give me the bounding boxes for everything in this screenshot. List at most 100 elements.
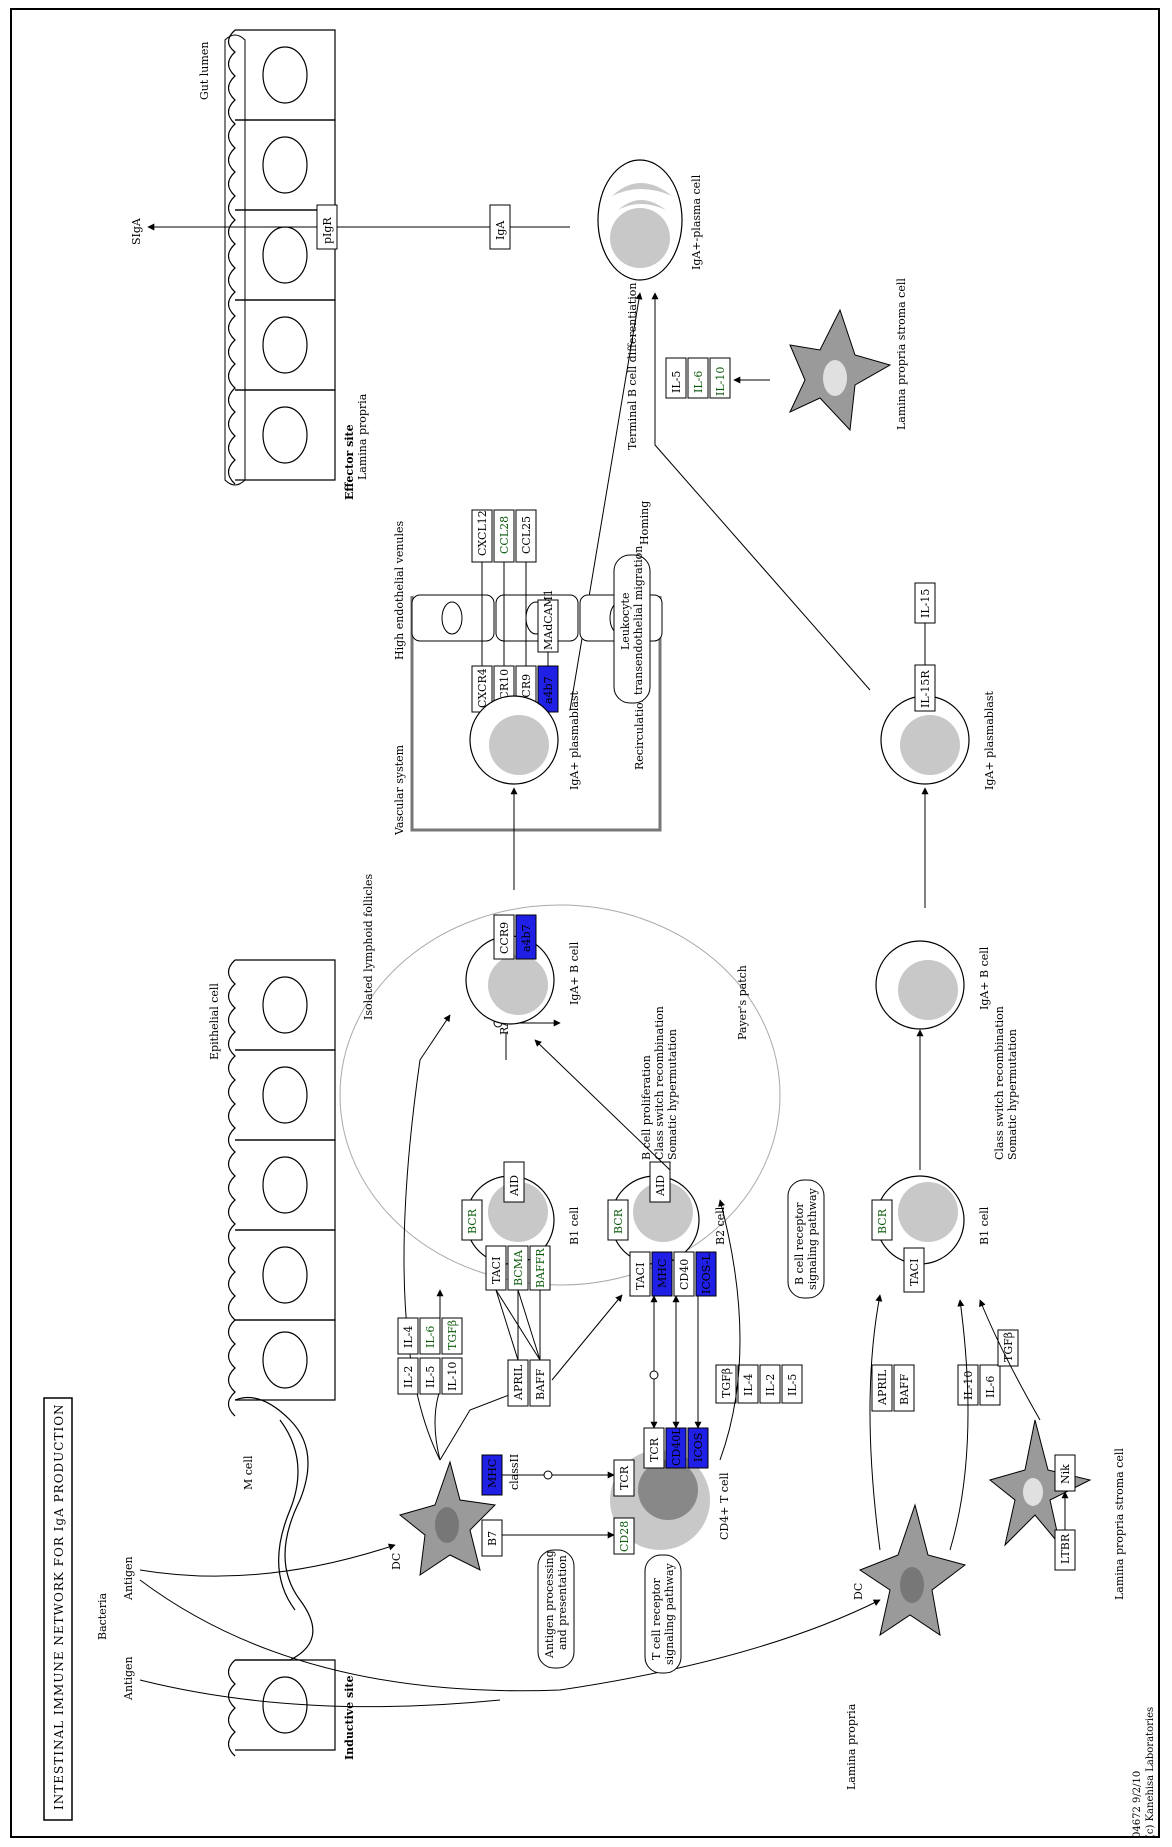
gene-il5-top[interactable]: IL-5 (666, 358, 686, 398)
bacteria-label: Bacteria (96, 1592, 109, 1640)
gene-aid2[interactable]: AID (650, 1162, 670, 1202)
gene-il15[interactable]: IL-15 (915, 583, 935, 623)
gene-il5b[interactable]: IL-5 (782, 1365, 802, 1403)
svg-text:TACI: TACI (634, 1263, 647, 1290)
gene-tgfb1[interactable]: TGFβ (442, 1318, 462, 1354)
svg-text:MHC: MHC (486, 1459, 499, 1488)
high-endothelial-label: High endothelial venules (393, 520, 406, 660)
gene-a4b7-b[interactable]: a4b7 (516, 915, 536, 959)
svg-text:Antigen processing: Antigen processing (543, 1550, 556, 1659)
svg-text:AID: AID (654, 1175, 667, 1197)
gene-baff1[interactable]: BAFF (530, 1360, 550, 1406)
gene-baff2[interactable]: BAFF (894, 1365, 914, 1411)
svg-text:IL-10: IL-10 (446, 1362, 459, 1391)
terminal-diff-label: Terminal B cell differentiation (626, 282, 639, 450)
iga-b-cell-label: IgA+ B cell (568, 941, 581, 1005)
svg-text:CXCR4: CXCR4 (476, 668, 489, 708)
svg-text:MHC: MHC (656, 1259, 669, 1288)
peyers-patch-label: Payer's patch (736, 965, 749, 1040)
svg-text:IL-5: IL-5 (424, 1366, 437, 1388)
gene-cd40[interactable]: CD40 (674, 1252, 694, 1296)
m-cell-label: M cell (242, 1455, 255, 1490)
iga-b-cell-bottom: IgA+ B cell (876, 941, 991, 1029)
gene-ccl28[interactable]: CCL28 (494, 510, 514, 562)
gene-cd40l[interactable]: CD40L (666, 1427, 686, 1468)
gene-tcr2[interactable]: TCR (644, 1428, 664, 1468)
pathway-bcr-signaling[interactable]: B cell receptor signaling pathway (788, 1180, 824, 1298)
svg-text:IL-2: IL-2 (764, 1374, 777, 1396)
gene-mhc-dc[interactable]: MHC (482, 1455, 502, 1495)
gene-bcr2[interactable]: BCR (608, 1200, 628, 1240)
stroma-cell-top: Lamina propria stroma cell (790, 278, 908, 430)
svg-text:transendothelial migration: transendothelial migration (632, 546, 645, 695)
gene-il6[interactable]: IL-6 (420, 1318, 440, 1354)
csr-label-2: Somatic hypermutation (1006, 1029, 1019, 1160)
iga-plasmablast-bottom: IgA+ plasmablast (881, 690, 996, 790)
gene-cxcl12[interactable]: CXCL12 (472, 510, 492, 562)
gene-baffr[interactable]: BAFFR (530, 1246, 550, 1290)
svg-text:signaling pathway: signaling pathway (663, 1562, 676, 1665)
iga-plasma-cell-label: IgA+-plasma cell (690, 174, 703, 270)
gene-cd28[interactable]: CD28 (614, 1518, 634, 1554)
gene-il10[interactable]: IL-10 (442, 1358, 462, 1394)
svg-text:TGFβ: TGFβ (1002, 1332, 1015, 1362)
svg-text:BCR: BCR (612, 1208, 625, 1234)
antigen-to-dc-arrow (140, 1545, 395, 1576)
gene-il2[interactable]: IL-2 (398, 1358, 418, 1394)
gene-aid1[interactable]: AID (504, 1162, 524, 1202)
dc2-label: DC (852, 1583, 865, 1600)
b-prolif-label-3: Somatic hypermutation (666, 1029, 679, 1160)
gene-mhc-b2[interactable]: MHC (652, 1252, 672, 1296)
svg-text:a4b7: a4b7 (520, 924, 533, 952)
gene-tgfb2[interactable]: TGFβ (716, 1365, 736, 1403)
b-prolif-label-2: Class switch recombination (653, 1006, 666, 1160)
gene-bcr1[interactable]: BCR (462, 1200, 482, 1240)
svg-text:BAFFR: BAFFR (534, 1248, 547, 1288)
pathway-leukocyte-migration[interactable]: Leukocyte transendothelial migration (614, 546, 650, 703)
gene-il2b[interactable]: IL-2 (760, 1365, 780, 1403)
svg-text:BCMA: BCMA (512, 1249, 525, 1286)
gene-icos[interactable]: ICOS (688, 1428, 708, 1468)
antigen2-label: Antigen (122, 1656, 135, 1701)
gene-il5[interactable]: IL-5 (420, 1358, 440, 1394)
pathway-antigen-processing[interactable]: Antigen processing and presentation (538, 1550, 574, 1668)
gene-il15r[interactable]: IL-15R (915, 665, 935, 711)
gene-icosl[interactable]: ICOS-L (696, 1252, 716, 1296)
gene-tcr1[interactable]: TCR (614, 1460, 634, 1496)
gene-il10-top[interactable]: IL-10 (710, 358, 730, 398)
gene-bcr3[interactable]: BCR (872, 1200, 892, 1240)
gene-il4b[interactable]: IL-4 (738, 1365, 758, 1403)
svg-text:ICOS: ICOS (692, 1433, 705, 1462)
svg-text:IL-10: IL-10 (714, 367, 727, 396)
svg-text:a4b7: a4b7 (542, 676, 555, 704)
gut-lumen-label: Gut lumen (198, 42, 211, 100)
svg-text:BCR: BCR (466, 1208, 479, 1234)
gene-april1[interactable]: APRIL (508, 1360, 528, 1406)
gene-bcma[interactable]: BCMA (508, 1246, 528, 1290)
gene-ccl25[interactable]: CCL25 (516, 510, 536, 562)
gene-taci2[interactable]: TACI (630, 1252, 650, 1296)
gene-pigr[interactable]: pIgR (317, 205, 337, 249)
svg-text:CCR9: CCR9 (498, 922, 511, 954)
svg-text:MAdCAM1: MAdCAM1 (542, 589, 555, 650)
gene-taci1[interactable]: TACI (486, 1246, 506, 1290)
gene-ccr9-b[interactable]: CCR9 (494, 915, 514, 959)
gene-nik[interactable]: Nik (1055, 1455, 1075, 1491)
gene-b7[interactable]: B7 (482, 1520, 502, 1556)
svg-text:LTBR: LTBR (1059, 1533, 1072, 1564)
svg-text:CCL25: CCL25 (520, 516, 533, 554)
pathway-tcr-signaling[interactable]: T cell receptor signaling pathway (645, 1555, 681, 1673)
stroma-cell-bottom: Lamina propria stroma cell (990, 1420, 1126, 1600)
gene-ltbr[interactable]: LTBR (1055, 1530, 1075, 1570)
gene-iga[interactable]: IgA (490, 205, 510, 249)
svg-text:TACI: TACI (490, 1257, 503, 1284)
gene-il4[interactable]: IL-4 (398, 1318, 418, 1354)
svg-text:CCL28: CCL28 (498, 516, 511, 554)
gene-il6c[interactable]: IL-6 (980, 1365, 1000, 1405)
gene-april2[interactable]: APRIL (872, 1365, 892, 1411)
gene-il6-top[interactable]: IL-6 (688, 358, 708, 398)
iga-plasmablast-label: IgA+ plasmablast (568, 690, 581, 790)
svg-text:IL-15: IL-15 (919, 589, 932, 618)
svg-text:and presentation: and presentation (556, 1555, 569, 1650)
gene-taci3[interactable]: TACI (904, 1248, 924, 1292)
